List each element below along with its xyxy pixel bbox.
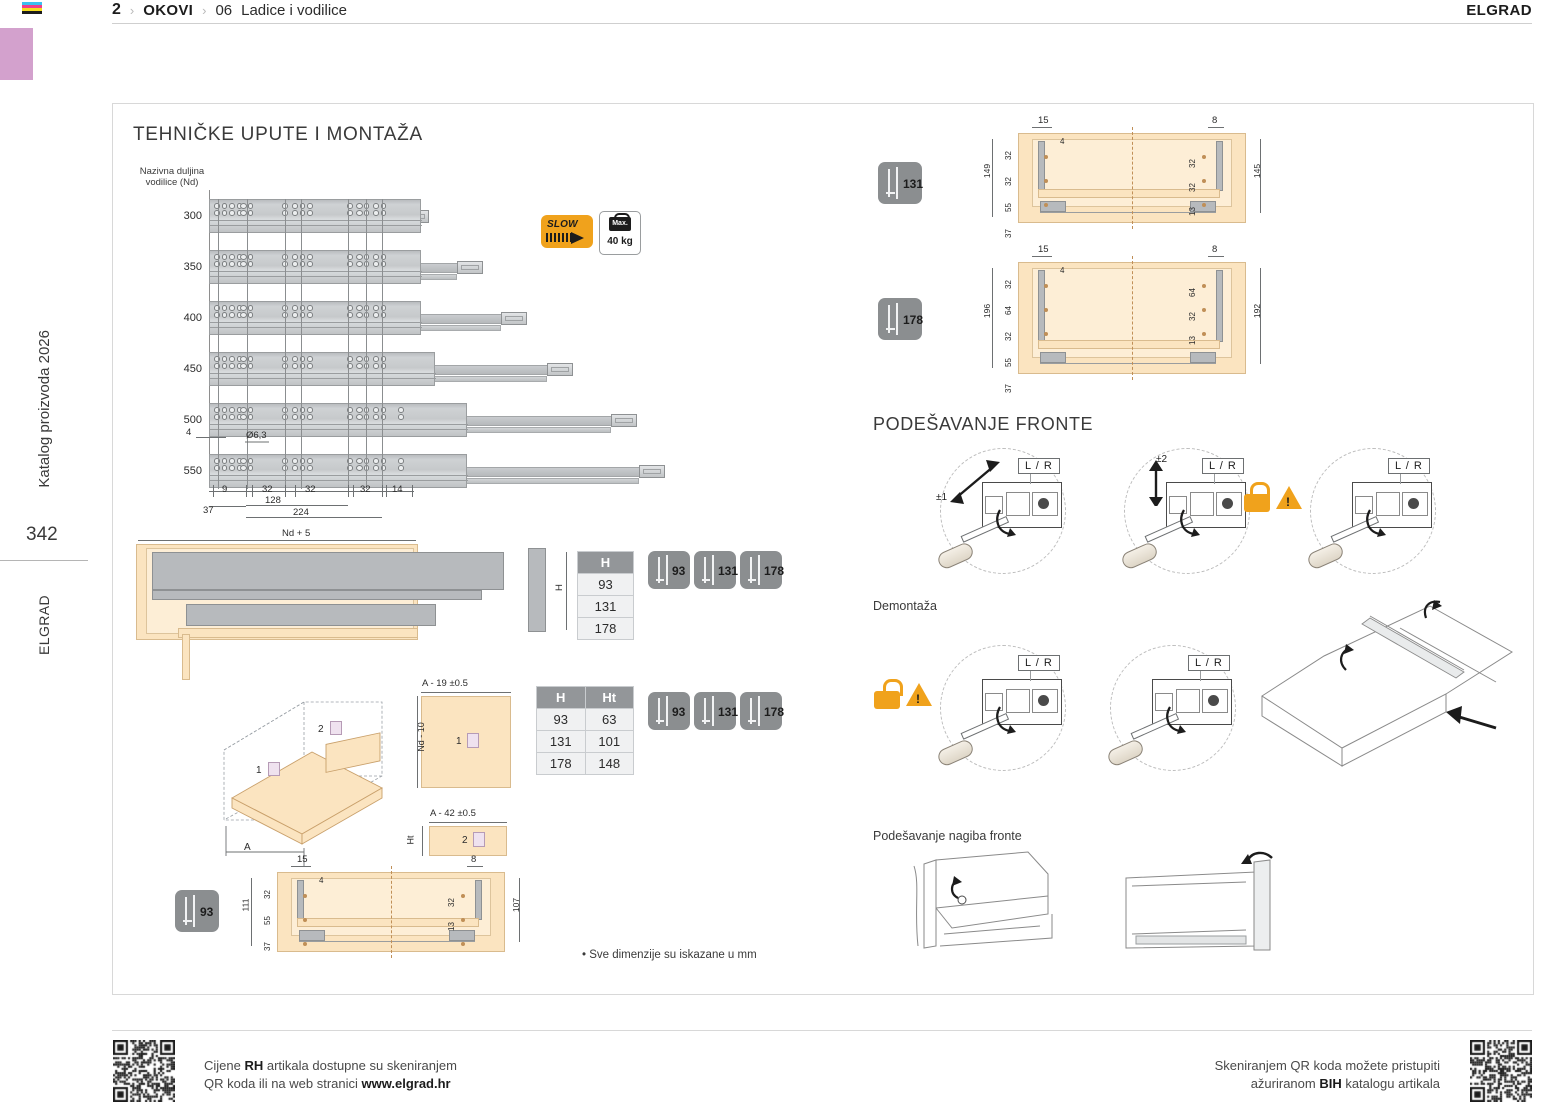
breadcrumb: 2 › OKOVI › 06 Ladice i vodilice (112, 1, 347, 19)
dimension-line-vertical (417, 696, 418, 788)
max-label: Max. (612, 220, 628, 227)
dimension-line (421, 692, 511, 693)
table-row: 178 (577, 617, 634, 640)
chevron-right-icon: › (129, 2, 135, 18)
back-height-label: Ht (405, 835, 416, 845)
page-title: TEHNIČKE UPUTE I MONTAŽA (133, 124, 423, 145)
slow-arrow-icon (571, 232, 584, 244)
breadcrumb-section-number: 06 (215, 1, 233, 19)
tilt-adjust-label: Podešavanje nagiba fronte (873, 829, 1022, 843)
dimension-line-vertical (422, 826, 423, 856)
qr-code-icon-left[interactable] (113, 1040, 175, 1102)
table-header-ht: Ht (584, 686, 634, 709)
soft-close-badge: SLOW (541, 215, 593, 248)
units-note: • Sve dimenzije su iskazane u mm (582, 949, 757, 961)
footer-text-left: Cijene RH artikala dostupne su skeniranj… (204, 1058, 457, 1091)
max-load-value: 40 kg (607, 236, 633, 247)
demontage-label: Demontaža (873, 599, 937, 613)
slow-label: SLOW (547, 219, 578, 230)
width-dimension-label: A (244, 842, 251, 853)
breadcrumb-section-title[interactable]: Ladice i vodilice (241, 1, 348, 19)
sidebar-divider (0, 560, 88, 561)
back-panel-dimension-label: A - 42 ±0.5 (430, 808, 476, 819)
drawer-back-panel (429, 826, 507, 856)
table-row: 131 (577, 595, 634, 618)
dimension-line (429, 822, 507, 823)
chart-axis-line (209, 190, 210, 483)
part-1-label: 1 (256, 765, 262, 776)
chart-axis-caption: Nazivna duljina vodilice (Nd) (139, 166, 205, 188)
part-2-label: 2 (462, 835, 468, 846)
slow-bars-icon (546, 233, 573, 242)
part-1-label: 1 (456, 736, 462, 747)
cmyk-color-bar-icon (22, 2, 42, 17)
header-divider (112, 23, 1532, 24)
qr-code-icon-right[interactable] (1470, 1040, 1532, 1102)
part-2-marker-icon (330, 721, 342, 735)
drawer-isometric-drawing (223, 701, 383, 866)
bottom-panel-dimension-label: A - 19 ±0.5 (422, 678, 468, 689)
drawer-bottom-panel (421, 696, 511, 788)
part-1-marker-icon (268, 762, 280, 776)
front-adjust-title: PODEŠAVANJE FRONTE (873, 414, 1094, 434)
footer-divider (112, 1030, 1532, 1031)
tilt-adjust-illustrations (900, 850, 1320, 960)
height-table: H 93 131 178 (577, 551, 634, 640)
sidebar-page-number: 342 (26, 524, 58, 545)
table-header-h: H (577, 551, 634, 574)
website-link[interactable]: www.elgrad.hr (361, 1076, 451, 1091)
breadcrumb-page-number: 2 (112, 1, 121, 18)
drawer-isometric-view: A 1 2 (196, 680, 536, 870)
page-header: 2 › OKOVI › 06 Ladice i vodilice ELGRAD (0, 0, 1550, 24)
part-2-label: 2 (318, 724, 324, 735)
section-edge-tab (0, 28, 33, 80)
weight-icon (609, 217, 631, 231)
sidebar-catalog-label: Katalog proizvoda 2026 (36, 330, 53, 488)
tilt-adjust-drawing (913, 851, 1273, 951)
breadcrumb-category[interactable]: OKOVI (143, 1, 194, 19)
part-1-marker-icon (467, 733, 479, 748)
part-2-marker-icon (473, 832, 485, 847)
sidebar-brand: ELGRAD (36, 595, 52, 655)
max-load-badge: Max. 40 kg (599, 211, 641, 255)
table-row: 93 (577, 573, 634, 596)
footer-text-right: Skeniranjem QR koda možete pristupiti až… (1214, 1058, 1440, 1091)
brand-logo-top: ELGRAD (1466, 2, 1532, 19)
chevron-right-icon: › (202, 2, 207, 18)
